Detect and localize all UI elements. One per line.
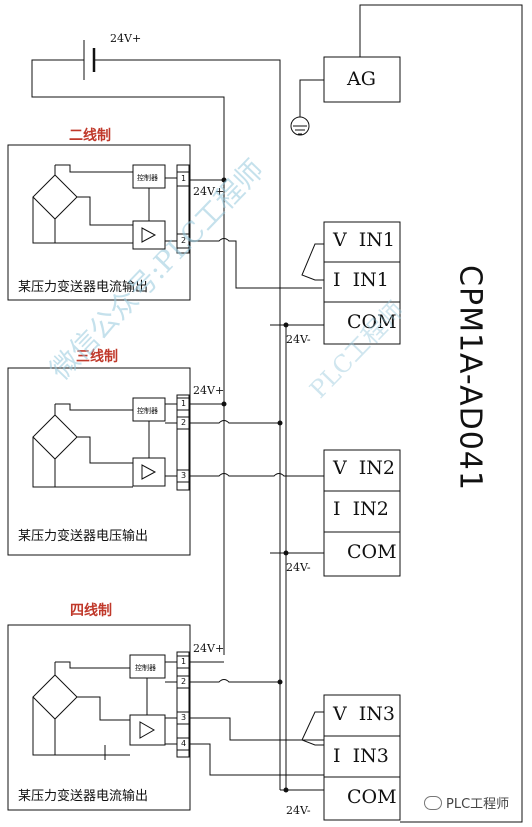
t2-row3: COM	[347, 541, 397, 563]
t1-row3: COM	[347, 311, 397, 333]
battery-wire-left	[31, 59, 225, 110]
frame-line	[359, 4, 523, 823]
section3-title: 四线制	[70, 603, 112, 619]
section2-pin1: 1	[181, 399, 187, 408]
section2-caption: 某压力变送器电压输出	[18, 529, 149, 544]
ag-wire	[299, 79, 324, 117]
battery-icon	[83, 40, 96, 80]
terminal2-box	[323, 449, 401, 577]
section1-pin1: 1	[181, 174, 187, 183]
section3-box	[7, 624, 191, 811]
amp-box-3	[129, 714, 166, 746]
bridge-icon-3	[32, 662, 78, 755]
section1-pin2: 2	[181, 236, 187, 245]
section3-caption: 某压力变送器电流输出	[18, 789, 149, 804]
section2-pin2: 2	[181, 418, 187, 427]
bridge-icon-1	[32, 165, 78, 243]
section3-pin4: 4	[181, 739, 187, 748]
ground-icon	[290, 116, 310, 136]
section1-box	[7, 144, 191, 301]
t3-supply: 24V-	[286, 804, 311, 817]
t2-supply: 24V-	[286, 561, 311, 574]
section1-controller: 控制器	[137, 174, 158, 182]
terminal1-box	[323, 221, 401, 345]
module-label-container: CPM1A-AD041	[440, 258, 500, 498]
amp-box-2	[132, 457, 166, 487]
module-label: CPM1A-AD041	[452, 265, 488, 491]
section3-pin2: 2	[181, 677, 187, 686]
terminal-block-1	[176, 164, 190, 254]
battery-wire-right	[94, 59, 281, 790]
section1-supply: 24V+	[193, 185, 225, 198]
brand-logo: PLC工程师	[424, 793, 509, 812]
section2-supply: 24V+	[193, 384, 225, 397]
t1-row2: I IN1	[333, 269, 389, 291]
section2-pin3: 3	[181, 471, 187, 480]
brand-label: PLC工程师	[446, 797, 510, 812]
section1-caption: 某压力变送器电流输出	[18, 280, 149, 295]
section3-controller: 控制器	[135, 664, 156, 672]
section2-box	[7, 367, 191, 556]
section3-pin3: 3	[181, 713, 187, 722]
terminal-block-2	[176, 394, 190, 491]
section3-supply: 24V+	[193, 642, 225, 655]
section1-title: 二线制	[69, 128, 111, 144]
t2-row1: V IN2	[333, 457, 396, 479]
t3-row2: I IN3	[333, 745, 389, 767]
ag-label: AG	[347, 68, 376, 90]
t3-row1: V IN3	[333, 703, 396, 725]
section3-pin1: 1	[181, 657, 187, 666]
t3-row3: COM	[347, 786, 397, 808]
section2-controller: 控制器	[137, 407, 158, 415]
t1-supply: 24V-	[286, 333, 311, 346]
t1-row1: V IN1	[333, 229, 396, 251]
terminal3-box	[323, 694, 401, 821]
section2-title: 三线制	[76, 349, 118, 365]
battery-label: 24V+	[110, 32, 142, 45]
terminal-block-3	[176, 651, 190, 758]
t2-row2: I IN2	[333, 498, 389, 520]
bridge-icon-2	[32, 404, 78, 487]
wechat-icon	[424, 796, 442, 810]
